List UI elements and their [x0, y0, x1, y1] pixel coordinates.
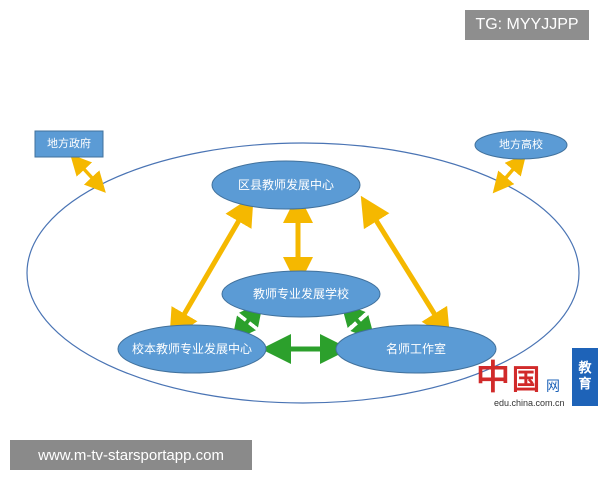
logo-guo-glyph: 国: [512, 363, 541, 396]
node-school-label: 教师专业发展学校: [252, 286, 349, 301]
node-local-government-label: 地方政府: [47, 137, 91, 151]
edu-char-1: 教: [578, 361, 592, 377]
node-local-government-shape: [34, 130, 104, 158]
edu-char-2: 育: [578, 377, 592, 392]
arrow-district-to-school-center: [169, 195, 254, 340]
node-district-center-label: 区县教师发展中心: [237, 177, 334, 192]
node-local-university-shape: [474, 130, 568, 160]
logo-url-text: edu.china.com.cn: [494, 398, 565, 408]
logo-zhong-glyph: 中: [476, 358, 510, 398]
outer-boundary-ellipse: [26, 142, 580, 404]
education-channel-badge: 教 育: [572, 348, 598, 406]
arrow-university: [492, 153, 527, 194]
node-school-center-label: 校本教师专业发展中心: [131, 341, 252, 356]
tg-watermark-badge: TG: MYYJJPP: [465, 10, 589, 40]
arrow-district-to-master-studio: [360, 195, 451, 340]
arrow-school-to-school-center: [231, 301, 264, 342]
arrow-government: [70, 154, 106, 193]
node-district-center-shape: [211, 160, 361, 210]
site-url-watermark: www.m-tv-starsportapp.com: [10, 440, 252, 470]
node-local-university-label: 地方高校: [499, 138, 543, 152]
arrow-school-to-master-studio: [340, 302, 376, 341]
node-school-shape: [221, 270, 381, 318]
node-master-studio-shape: [335, 324, 497, 374]
node-school-center-shape: [117, 324, 267, 374]
logo-wang-glyph: 网: [546, 379, 560, 395]
node-master-studio-label: 名师工作室: [385, 341, 446, 356]
